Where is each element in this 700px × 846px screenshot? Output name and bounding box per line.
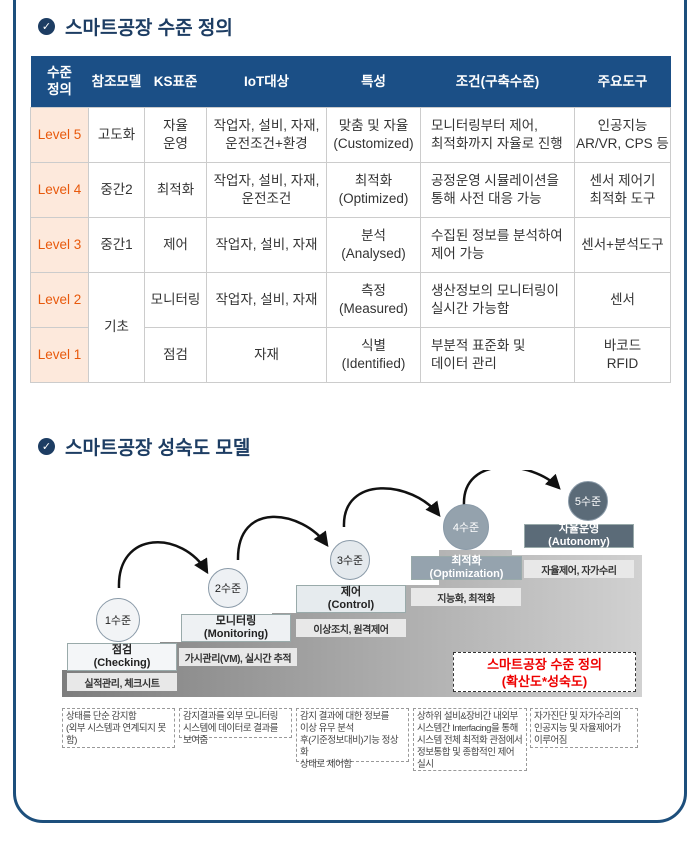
table-header-row: 수준 정의 참조모델 KS표준 IoT대상 특성 조건(구축수준) 주요도구 (30, 56, 671, 107)
cell-trait: 분석 (Analysed) (326, 216, 421, 273)
level-note: 상하위 설비&장비간 내외부 시스템간 Interfacing을 통해 시스템 … (413, 708, 527, 771)
section-title-text: 스마트공장 성숙도 모델 (65, 438, 251, 459)
level-note: 감지 결과에 대한 정보를 이상 유무 분석 후(기준정보대비)기능 정상화 상… (296, 708, 409, 770)
level-desc: 자율제어, 자가수리 (524, 560, 634, 578)
level-desc: 이상조치, 원격제어 (296, 619, 406, 637)
level-note: 감지결과를 외부 모니터링 시스템에 데이터로 결과를 보여줌 (179, 708, 292, 746)
cell-tool: 인공지능 AR/VR, CPS 등 (574, 106, 671, 163)
cell-ks: 제어 (144, 216, 207, 273)
step-arrows (117, 470, 561, 589)
level-note: 자가진단 및 자가수리의 인공지능 및 자율제어가 이루어짐 (530, 708, 638, 748)
level-circle: 3수준 (330, 540, 370, 580)
cell-ks: 점검 (144, 326, 207, 383)
callout-box: 스마트공장 수준 정의 (확산도*성숙도) (453, 652, 636, 692)
level-desc: 지능화, 최적화 (411, 588, 521, 606)
cell-ref: 중간1 (88, 216, 145, 273)
col-header: 특성 (326, 56, 421, 107)
cell-cond: 모니터링부터 제어, 최적화까지 자율로 진행 (420, 106, 575, 163)
col-header: KS표준 (144, 56, 207, 107)
cell-trait: 맞춤 및 자율 (Customized) (326, 106, 421, 163)
col-header: 조건(구축수준) (420, 56, 575, 107)
section-title-model: ✓ 스마트공장 성숙도 모델 (38, 433, 250, 460)
cell-ref: 고도화 (88, 106, 145, 163)
cell-level: Level 1 (30, 326, 89, 383)
col-header: 수준 정의 (30, 56, 89, 107)
level-desc: 가시관리(VM), 실시간 추적 (179, 648, 297, 666)
cell-trait: 측정 (Measured) (326, 271, 421, 328)
cell-cond: 부분적 표준화 및 데이터 관리 (420, 326, 575, 383)
cell-cond: 공정운영 시뮬레이션을 통해 사전 대응 가능 (420, 161, 575, 218)
cell-iot: 작업자, 설비, 자재 (206, 216, 327, 273)
check-circle-icon: ✓ (38, 18, 55, 35)
level-circle: 4수준 (443, 504, 489, 550)
cell-iot: 작업자, 설비, 자재, 운전조건+환경 (206, 106, 327, 163)
level-name-box: 점검 (Checking) (67, 643, 177, 671)
level-name-box: 제어 (Control) (296, 585, 406, 613)
section-title-text: 스마트공장 수준 정의 (65, 18, 233, 39)
cell-trait: 식별 (Identified) (326, 326, 421, 383)
section-title-levels: ✓ 스마트공장 수준 정의 (38, 13, 233, 40)
cell-ks: 최적화 (144, 161, 207, 218)
cell-tool: 센서 (574, 271, 671, 328)
cell-ref: 중간2 (88, 161, 145, 218)
cell-iot: 작업자, 설비, 자재 (206, 271, 327, 328)
level-note: 상태를 단순 감지함 (외부 시스템과 연계되지 못함) (62, 708, 175, 748)
level-circle: 2수준 (208, 568, 248, 608)
col-header: 주요도구 (574, 56, 671, 107)
cell-tool: 바코드 RFID (574, 326, 671, 383)
col-header: IoT대상 (206, 56, 327, 107)
level-circle: 1수준 (96, 598, 140, 642)
col-header: 참조모델 (88, 56, 145, 107)
level-circle: 5수준 (568, 481, 608, 521)
level-desc: 실적관리, 체크시트 (67, 673, 177, 691)
cell-iot: 자재 (206, 326, 327, 383)
level-table: 수준 정의 참조모델 KS표준 IoT대상 특성 조건(구축수준) 주요도구 L… (30, 56, 671, 383)
cell-cond: 생산정보의 모니터링이 실시간 가능함 (420, 271, 575, 328)
cell-ks: 모니터링 (144, 271, 207, 328)
cell-tool: 센서 제어기 최적화 도구 (574, 161, 671, 218)
cell-level: Level 4 (30, 161, 89, 218)
cell-level: Level 5 (30, 106, 89, 163)
cell-iot: 작업자, 설비, 자재, 운전조건 (206, 161, 327, 218)
cell-tool: 센서+분석도구 (574, 216, 671, 273)
content-frame (13, 0, 687, 823)
cell-ref: 기초 (88, 271, 145, 383)
level-name-box: 모니터링 (Monitoring) (181, 614, 291, 642)
cell-level: Level 3 (30, 216, 89, 273)
level-name-box: 자율운영 (Autonomy) (524, 523, 634, 548)
level-name-box: 최적화 (Optimization) (411, 555, 522, 580)
cell-level: Level 2 (30, 271, 89, 328)
cell-cond: 수집된 정보를 분석하여 제어 가능 (420, 216, 575, 273)
cell-ks: 자율 운영 (144, 106, 207, 163)
check-circle-icon: ✓ (38, 438, 55, 455)
cell-trait: 최적화 (Optimized) (326, 161, 421, 218)
